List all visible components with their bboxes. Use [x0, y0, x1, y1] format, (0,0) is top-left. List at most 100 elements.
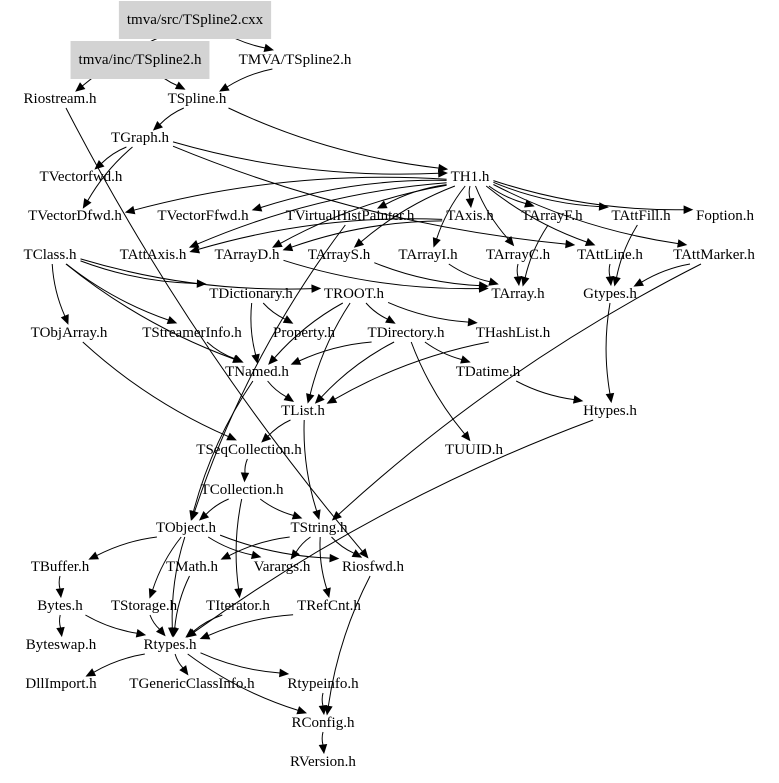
node-tgenericclassinfo-h[interactable]: TGenericClassInfo.h [129, 676, 255, 692]
arrowhead-icon [460, 355, 471, 364]
node-tcollection-h[interactable]: TCollection.h [201, 482, 284, 498]
node-tdatime-h[interactable]: TDatime.h [456, 364, 521, 380]
arrowhead-icon [677, 239, 688, 248]
node-th1-h[interactable]: TH1.h [451, 169, 490, 185]
node-thashlist-h[interactable]: THashList.h [476, 325, 551, 341]
node-foption-h[interactable]: Foption.h [696, 208, 754, 224]
arrowhead-icon [85, 668, 97, 677]
arrowhead-icon [584, 237, 596, 246]
edge-line [641, 263, 691, 283]
node-bytes-h[interactable]: Bytes.h [37, 598, 83, 614]
node-inc-tspline2-h[interactable]: tmva/inc/TSpline2.h [70, 41, 210, 79]
node-tmath-h[interactable]: TMath.h [166, 559, 219, 575]
node-dllimport-h[interactable]: DllImport.h [25, 676, 97, 692]
node-label: TVectorFfwd.h [157, 208, 249, 224]
node-tarrayd-h[interactable]: TArrayD.h [214, 247, 280, 263]
node-taxis-h[interactable]: TAxis.h [446, 208, 494, 224]
node-htypes-h[interactable]: Htypes.h [583, 403, 637, 419]
edge-tcollection-h-to-tobject-h [198, 498, 229, 521]
node-label: THashList.h [476, 325, 551, 341]
node-property-h[interactable]: Property.h [273, 325, 335, 341]
edge-th1-h-to-tarrayi-h [432, 185, 466, 248]
node-tlist-h[interactable]: TList.h [281, 403, 325, 419]
node-tstring-h[interactable]: TString.h [290, 520, 348, 536]
node-tattmarker-h[interactable]: TAttMarker.h [673, 247, 755, 263]
node-label: TArrayC.h [486, 247, 551, 263]
edge-line [387, 301, 469, 323]
edge-line [174, 653, 184, 669]
edge-taxis-h-to-tarrayd-h [282, 220, 443, 252]
edge-line [171, 536, 186, 629]
node-rtypeinfo-h[interactable]: Rtypeinfo.h [287, 676, 359, 692]
node-tspline2-cxx[interactable]: tmva/src/TSpline2.cxx [118, 1, 272, 39]
node-rconfig-h[interactable]: RConfig.h [292, 715, 355, 731]
node-tarray-h[interactable]: TArray.h [491, 286, 545, 302]
edge-troot-h-to-tlist-h [306, 302, 351, 404]
edge-line [616, 224, 638, 278]
node-riosfwd-h[interactable]: Riosfwd.h [342, 559, 405, 575]
edge-gtypes-h-to-htypes-h [605, 302, 615, 404]
node-tuuid-h[interactable]: TUUID.h [445, 442, 503, 458]
arrowhead-icon [612, 276, 621, 287]
node-tseqcollection-h[interactable]: TSeqCollection.h [196, 442, 302, 458]
node-riostream-h[interactable]: Riostream.h [24, 91, 97, 107]
node-tarrayc-h[interactable]: TArrayC.h [486, 247, 551, 263]
node-tvirtualhistpainter-h[interactable]: TVirtualHistPainter.h [286, 208, 415, 224]
edge-tdatime-h-to-htypes-h [515, 380, 584, 404]
node-troot-h[interactable]: TROOT.h [324, 286, 385, 302]
node-tspline-h[interactable]: TSpline.h [168, 91, 227, 107]
edge-rtypes-h-to-dllimport-h [85, 653, 145, 677]
node-tobjarray-h[interactable]: TObjArray.h [31, 325, 108, 341]
arrowhead-icon [250, 550, 262, 560]
node-tdirectory-h[interactable]: TDirectory.h [368, 325, 445, 341]
node-varargs-h[interactable]: Varargs.h [254, 559, 311, 575]
edge-line [319, 536, 328, 590]
node-tarrays-h[interactable]: TArrayS.h [308, 247, 371, 263]
node-titerator-h[interactable]: TIterator.h [206, 598, 270, 614]
edge-tmva-tspline2-h-to-tspline-h [219, 68, 273, 92]
node-label: TObject.h [156, 520, 217, 536]
node-tattfill-h[interactable]: TAttFill.h [611, 208, 671, 224]
arrowhead-icon [198, 510, 210, 521]
edge-tarrayf-h-to-tarray-h [521, 224, 549, 287]
node-gtypes-h[interactable]: Gtypes.h [583, 286, 637, 302]
node-byteswap-h[interactable]: Byteswap.h [26, 637, 97, 653]
node-tstreamerinfo-h[interactable]: TStreamerInfo.h [142, 325, 242, 341]
arrowhead-icon [179, 665, 189, 676]
node-tvectordfwd-h[interactable]: TVectorDfwd.h [28, 208, 122, 224]
edge-tcollection-h-to-tstring-h [259, 498, 303, 520]
node-tobject-h[interactable]: TObject.h [156, 520, 217, 536]
node-tvectorffwd-h[interactable]: TVectorFfwd.h [157, 208, 249, 224]
node-tgraph-h[interactable]: TGraph.h [111, 130, 169, 146]
node-rtypes-h[interactable]: Rtypes.h [144, 637, 197, 653]
edge-troot-h-to-thashlist-h [387, 301, 478, 327]
node-label: TObjArray.h [31, 325, 108, 341]
arrowhead-icon [353, 238, 365, 248]
node-tarrayf-h[interactable]: TArrayF.h [521, 208, 583, 224]
edge-tobject-h-to-tbuffer-h [88, 536, 157, 560]
edge-tgraph-h-to-tvectorfwd-h [94, 146, 127, 170]
node-tstorage-h[interactable]: TStorage.h [111, 598, 178, 614]
node-tbuffer-h[interactable]: TBuffer.h [31, 559, 90, 575]
node-rversion-h[interactable]: RVersion.h [290, 754, 356, 770]
edge-tstring-h-to-tmath-h [220, 536, 290, 560]
arrowhead-icon [82, 198, 92, 209]
node-label: TGraph.h [111, 130, 169, 146]
edge-line [207, 614, 294, 637]
node-tnamed-h[interactable]: TNamed.h [225, 364, 289, 380]
edge-line [187, 653, 299, 711]
edge-line [80, 258, 313, 290]
node-tclass-h[interactable]: TClass.h [24, 247, 77, 263]
arrowhead-icon [240, 472, 250, 483]
node-tmva-tspline2-h[interactable]: TMVA/TSpline2.h [239, 52, 352, 68]
node-tarrayi-h[interactable]: TArrayI.h [398, 247, 458, 263]
node-tattline-h[interactable]: TAttLine.h [577, 247, 643, 263]
edge-line [66, 263, 169, 321]
node-tattaxis-h[interactable]: TAttAxis.h [120, 247, 187, 263]
edge-line [515, 380, 575, 401]
node-label: TStorage.h [111, 598, 178, 614]
node-tdictionary-h[interactable]: TDictionary.h [209, 286, 293, 302]
node-trefcnt-h[interactable]: TRefCnt.h [297, 598, 361, 614]
arrowhead-icon [290, 549, 300, 560]
node-tvectorfwd-h[interactable]: TVectorfwd.h [40, 169, 123, 185]
